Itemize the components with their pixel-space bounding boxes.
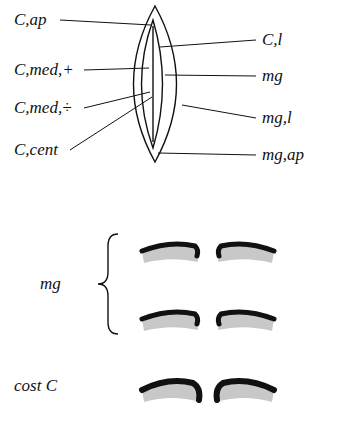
group-label: cost C bbox=[14, 376, 57, 396]
group-label: mg bbox=[40, 274, 61, 294]
median-line bbox=[152, 26, 153, 142]
part-label: mg bbox=[262, 66, 283, 86]
part-label: C,ap bbox=[14, 10, 47, 30]
inner-lens bbox=[142, 20, 163, 148]
brace bbox=[98, 234, 118, 334]
part-label: C,med,+ bbox=[14, 60, 74, 80]
part-label: C,med,÷ bbox=[14, 98, 72, 118]
part-label: mg,ap bbox=[262, 145, 304, 165]
bar-pairs bbox=[142, 244, 274, 402]
outer-lens bbox=[134, 6, 177, 162]
leader-lines bbox=[60, 20, 256, 155]
part-label: C,cent bbox=[14, 140, 58, 160]
part-label: C,l bbox=[262, 30, 282, 50]
part-label: mg,l bbox=[262, 108, 292, 128]
